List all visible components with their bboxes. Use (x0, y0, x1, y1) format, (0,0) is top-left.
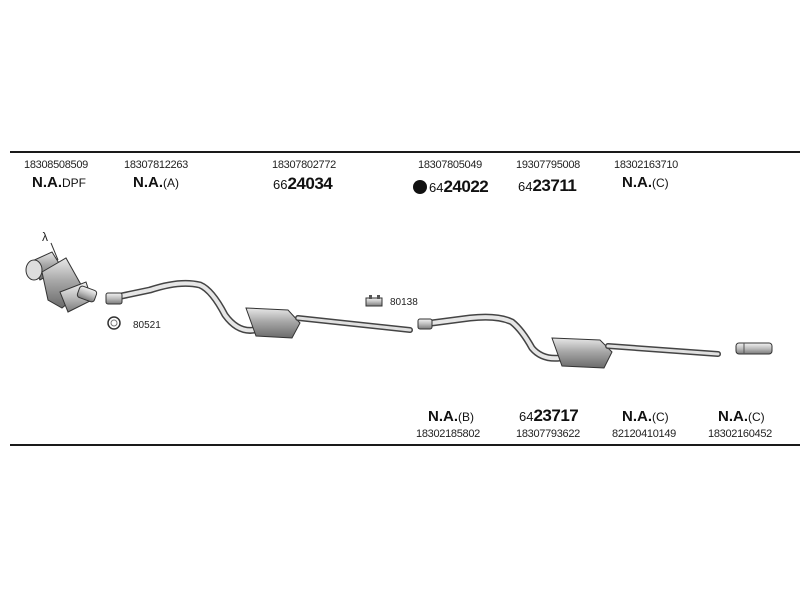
code-main: N.A. (622, 174, 652, 191)
ref-number-bottom-2: 18307793622 (516, 428, 580, 440)
front-pipe-assembly (105, 279, 413, 339)
ref-number-rear-silencer: 19307795008 (516, 159, 580, 171)
clamp-ring (107, 316, 121, 330)
lambda-sensor-wire (50, 242, 59, 261)
code-number: 24022 (443, 177, 489, 196)
dpf-inlet-opening (25, 259, 43, 281)
part-code-bottom-1: N.A.(B) (428, 408, 474, 425)
part-code-middle-silencer: 6624034 (273, 174, 333, 194)
code-main: N.A. (428, 408, 458, 425)
part-code-center-pipe: 6424022 (413, 177, 489, 197)
rear-silencer-box (551, 337, 613, 369)
dpf-outlet-pipe (76, 285, 98, 303)
part-code-dpf: N.A.DPF (32, 174, 86, 191)
code-prefix: 64 (429, 180, 444, 195)
ref-number-tailpipe: 18302163710 (614, 159, 678, 171)
code-main: N.A. (622, 408, 652, 425)
code-suffix: DPF (62, 176, 86, 190)
clamp-ring-label: 80521 (133, 320, 161, 331)
part-code-tailpipe: N.A.(C) (622, 174, 669, 191)
tail-pipe (735, 342, 773, 355)
part-code-bottom-4: N.A.(C) (718, 408, 765, 425)
center-pipe-inlet-sleeve (417, 318, 433, 330)
code-prefix: 66 (273, 177, 288, 192)
code-main: N.A. (32, 174, 62, 191)
code-main: N.A. (133, 174, 163, 191)
code-prefix: 64 (519, 409, 534, 424)
middle-silencer-box (245, 307, 301, 339)
bottom-divider-line (10, 444, 800, 446)
part-code-bottom-3: N.A.(C) (622, 408, 669, 425)
code-suffix: (C) (652, 176, 669, 190)
code-suffix: (B) (458, 410, 474, 424)
top-divider-line (10, 151, 800, 153)
part-code-bottom-2: 6423717 (519, 406, 579, 426)
ref-number-center-pipe: 18307805049 (418, 159, 482, 171)
code-prefix: 64 (518, 179, 533, 194)
code-number: 23717 (533, 406, 579, 425)
part-code-front-pipe: N.A.(A) (133, 174, 179, 191)
ref-number-front-pipe: 18307812263 (124, 159, 188, 171)
code-number: 24034 (287, 174, 333, 193)
code-suffix: (C) (748, 410, 765, 424)
code-suffix: (A) (163, 176, 179, 190)
dpf-catalytic-converter (25, 242, 98, 313)
ref-number-dpf: 18308508509 (24, 159, 88, 171)
code-main: N.A. (718, 408, 748, 425)
front-pipe-inlet-sleeve (105, 292, 123, 305)
center-pipe-assembly (417, 313, 721, 369)
hanger-bracket-label: 80138 (390, 297, 418, 308)
filled-circle-marker-icon (413, 180, 427, 194)
ref-number-bottom-3: 82120410149 (612, 428, 676, 440)
ref-number-middle-silencer: 18307802772 (272, 159, 336, 171)
part-code-rear-silencer: 6423711 (518, 176, 577, 196)
ref-number-bottom-4: 18302160452 (708, 428, 772, 440)
code-number: 23711 (532, 176, 577, 195)
hanger-bracket (365, 295, 383, 307)
code-suffix: (C) (652, 410, 669, 424)
lambda-sensor-label: λ (42, 230, 48, 244)
ref-number-bottom-1: 18302185802 (416, 428, 480, 440)
